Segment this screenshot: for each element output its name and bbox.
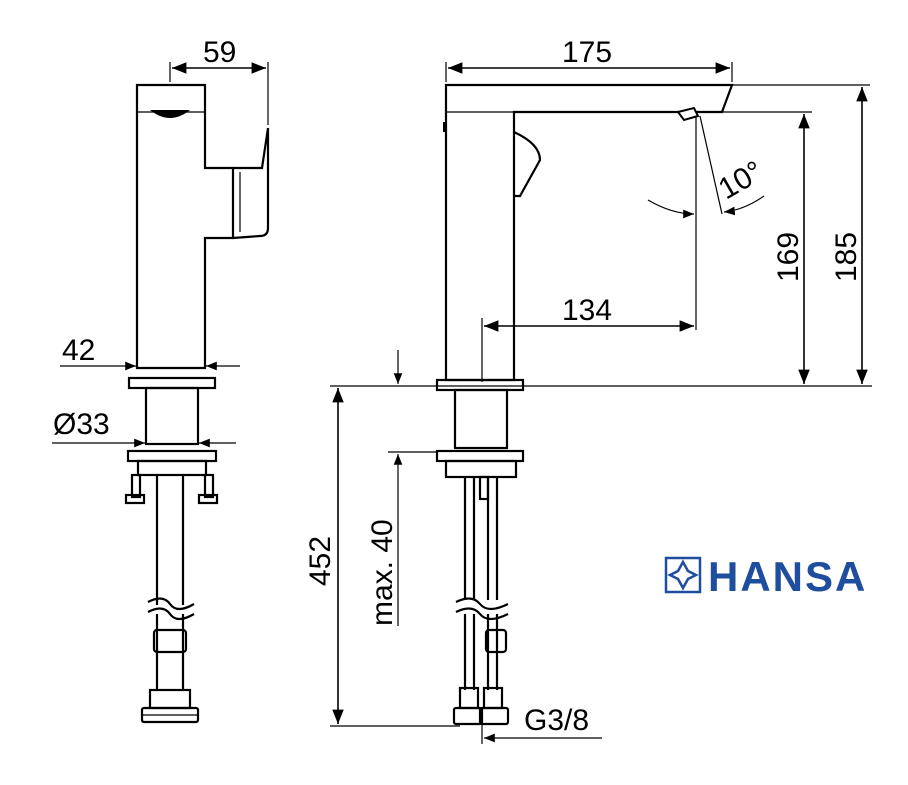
side-view — [124, 83, 270, 724]
dim-front-length: 175 — [445, 36, 733, 82]
dim-side-width-label: 59 — [203, 36, 236, 69]
dim-front-angle: 10° — [647, 115, 769, 330]
dim-side-base-label: 42 — [62, 334, 95, 367]
hansa-wordmark: HANSA — [708, 553, 867, 600]
dim-max-thickness: max. 40 — [366, 350, 437, 626]
dim-side-diameter: Ø33 — [52, 408, 236, 448]
front-body — [443, 83, 734, 382]
dim-front-length-label: 175 — [562, 36, 612, 69]
dim-front-reach-label: 134 — [562, 294, 612, 327]
dim-front-reach: 134 — [481, 294, 694, 382]
front-base — [435, 378, 525, 726]
hansa-emblem-icon — [664, 556, 702, 594]
dim-side-diameter-label: Ø33 — [53, 408, 110, 441]
side-base — [124, 376, 219, 724]
dim-connection-label: G3/8 — [524, 704, 589, 737]
dim-connection: G3/8 — [481, 704, 602, 744]
hansa-logo: HANSA — [664, 553, 867, 600]
dim-hose-length-label: 452 — [304, 536, 337, 586]
dim-side-width: 59 — [169, 36, 269, 125]
dim-front-spout-height-label: 169 — [772, 232, 805, 282]
dim-side-base: 42 — [60, 334, 240, 371]
side-body — [135, 83, 270, 370]
dim-hose-length: 452 — [304, 388, 460, 727]
dim-front-height: 169 185 — [330, 84, 872, 387]
dim-max-thickness-label: max. 40 — [366, 519, 399, 626]
front-view — [435, 83, 734, 726]
dim-front-total-height-label: 185 — [830, 232, 863, 282]
